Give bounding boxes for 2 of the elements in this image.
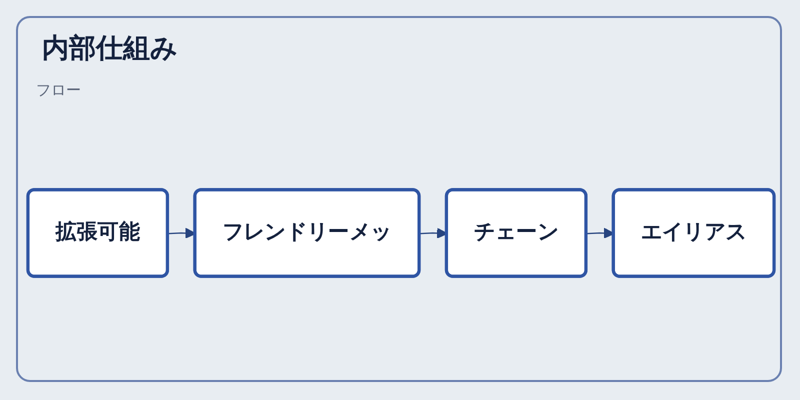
subtitle: フロー	[36, 81, 81, 100]
title: 内部仕組み	[42, 32, 178, 66]
